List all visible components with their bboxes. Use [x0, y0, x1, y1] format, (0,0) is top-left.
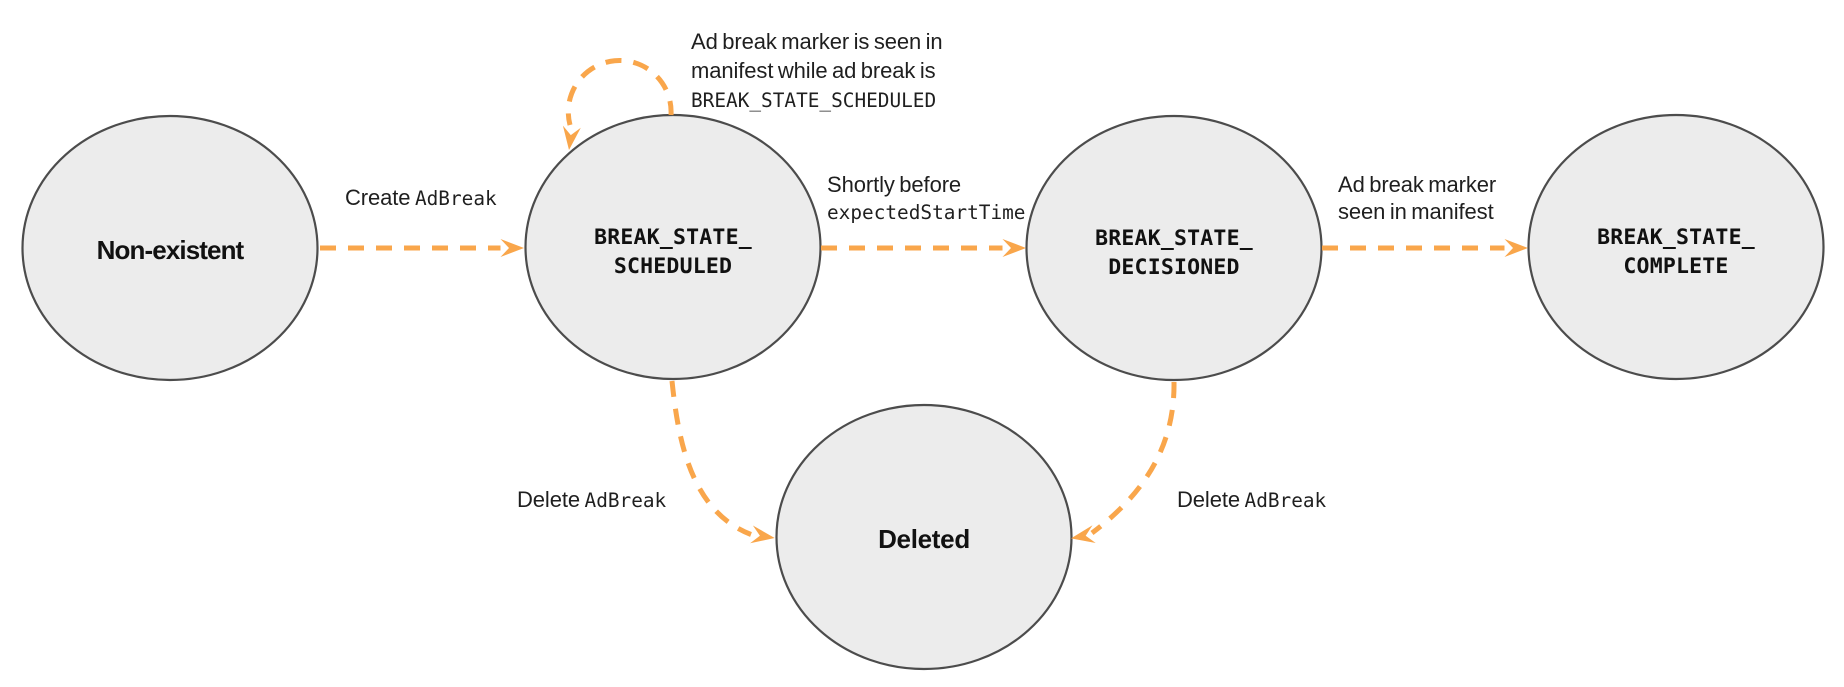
state-label-line: COMPLETE — [1623, 253, 1729, 279]
arrow-self-loop — [565, 57, 674, 126]
state-label-lines: BREAK_STATE_ COMPLETE — [1597, 223, 1755, 281]
state-label-break-state-scheduled: BREAK_STATE_ SCHEDULED — [526, 115, 821, 384]
arrow-delete-from-scheduled — [669, 380, 752, 537]
state-label-lines: BREAK_STATE_ SCHEDULED — [594, 223, 752, 281]
transition-label-code: BREAK_STATE_SCHEDULED — [691, 89, 937, 112]
transition-label-text: Ad break marker — [1338, 172, 1497, 197]
state-label-line: SCHEDULED — [613, 253, 733, 279]
state-nodes — [21, 113, 1825, 671]
state-label-line: BREAK_STATE_ — [594, 224, 752, 250]
state-node-break-state-complete — [1527, 113, 1825, 381]
state-label-non-existent: Non-existent — [23, 116, 318, 382]
arrow-delete-from-decisioned — [1090, 381, 1177, 535]
transition-label-decision: Shortly before expectedStartTime — [827, 171, 1025, 226]
transition-label-text: Delete — [1177, 487, 1245, 512]
state-label-break-state-complete: BREAK_STATE_ COMPLETE — [1529, 115, 1824, 384]
transition-label-code: expectedStartTime — [827, 201, 1026, 224]
transition-arrows — [320, 57, 1528, 544]
state-label-line: DECISIONED — [1108, 254, 1240, 280]
state-label-deleted: Deleted — [777, 405, 1072, 671]
transition-label-code: AdBreak — [1244, 489, 1327, 512]
state-node-non-existent — [21, 114, 319, 382]
state-label-break-state-decisioned: BREAK_STATE_ DECISIONED — [1027, 116, 1322, 385]
transition-label-create: Create AdBreak — [345, 184, 497, 212]
state-label-lines: BREAK_STATE_ DECISIONED — [1095, 224, 1253, 282]
transition-label-text: Shortly before — [827, 172, 962, 197]
transition-label-text: Create — [345, 185, 415, 210]
state-label-line: BREAK_STATE_ — [1095, 225, 1253, 251]
transition-label-code: AdBreak — [584, 489, 667, 512]
transition-label-text: manifest while ad break is — [691, 58, 936, 83]
transition-label-self-loop: Ad break marker is seen in manifest while… — [691, 27, 943, 115]
arrowhead-delete-from-decisioned-icon — [1071, 525, 1096, 543]
state-node-break-state-decisioned — [1025, 114, 1323, 382]
arrowhead-delete-from-scheduled-icon — [750, 525, 775, 544]
arrowhead-self-loop-icon — [562, 125, 581, 150]
transition-label-delete-from-decisioned: Delete AdBreak — [1177, 486, 1326, 514]
state-label-text: Deleted — [878, 523, 970, 554]
transition-label-text: Delete — [517, 487, 585, 512]
transition-label-code: AdBreak — [414, 187, 497, 210]
state-node-deleted — [775, 403, 1073, 671]
transition-label-text: seen in manifest — [1338, 199, 1494, 224]
transition-label-text: Ad break marker is seen in — [691, 29, 943, 54]
state-label-line: BREAK_STATE_ — [1597, 224, 1755, 250]
transition-label-delete-from-scheduled: Delete AdBreak — [517, 486, 666, 514]
arrowheads — [562, 125, 1096, 544]
state-label-text: Non-existent — [96, 234, 245, 265]
